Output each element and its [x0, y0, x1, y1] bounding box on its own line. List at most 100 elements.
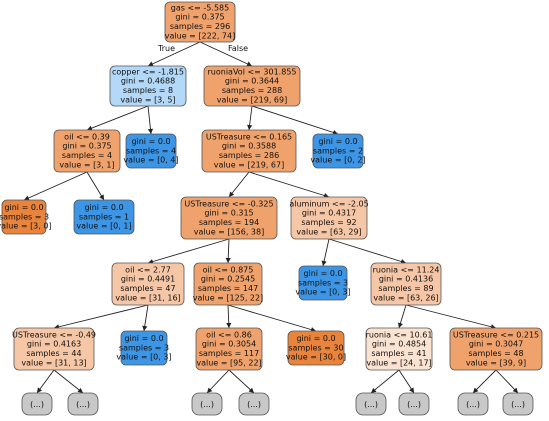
node-line: value = [24, 17] [366, 358, 431, 367]
node-line: gini = 0.4136 [379, 275, 433, 284]
node-line: value = [3, 1] [59, 160, 114, 169]
truncated-label: (...) [466, 400, 480, 409]
truncated-label: (...) [200, 400, 214, 409]
node-line: value = [31, 13] [21, 358, 86, 367]
truncated-label: (...) [511, 400, 525, 409]
node-line: gini = 0.315 [204, 209, 253, 218]
node-line: gini = 0.3047 [469, 340, 523, 349]
edge-n1-n4 [147, 105, 154, 135]
edge-n19-trunc-5 [398, 369, 415, 394]
edge-label-false: False [228, 44, 248, 53]
node-line: gini = 0.4854 [372, 340, 426, 349]
truncated-node: (...) [502, 392, 534, 416]
edge-n15-trunc-1 [53, 369, 84, 394]
node-line: gini = 0.4688 [121, 77, 175, 86]
node-line: value = [95, 22] [196, 358, 261, 367]
edge-label-true: True [157, 44, 175, 53]
node-line: ruoniaVol <= 301.855 [208, 67, 297, 76]
edge-n20-trunc-6 [472, 369, 497, 394]
edge-n11-n15 [53, 304, 149, 330]
node-line: samples = 3 [0, 212, 49, 221]
node-line: samples = 2 [313, 146, 363, 155]
node-line: USTreasure <= 0.215 [453, 330, 539, 339]
node-line: value = [219, 67] [214, 160, 284, 169]
node-line: gas <= -5.585 [171, 3, 229, 12]
edge-n9-n11 [147, 238, 230, 265]
node-line: value = [31, 16] [115, 293, 180, 302]
node-line: value = [3, 0] [0, 222, 52, 231]
node-line: samples = 286 [219, 151, 279, 160]
node-line: value = [156, 38] [194, 227, 264, 236]
node-line: gini = 0.3054 [202, 340, 256, 349]
node-line: samples = 8 [123, 86, 173, 95]
node-line: gini = 0.0 [303, 269, 342, 278]
node-line: gini = 0.0 [131, 137, 170, 146]
node-line: value = [39, 9] [466, 358, 526, 367]
node-line: oil <= 0.875 [203, 265, 254, 274]
edge-n1-n3 [86, 105, 149, 131]
node-line: samples = 288 [222, 86, 282, 95]
node-line: value = [125, 22] [193, 293, 263, 302]
node-line: gini = 0.375 [175, 13, 224, 22]
truncated-node: (...) [355, 392, 387, 416]
node-line: USTreasure <= -0.325 [184, 199, 273, 208]
edge-n14-n19 [397, 304, 407, 329]
edge-n3-n8 [86, 171, 105, 201]
node-line: gini = 0.3588 [222, 142, 276, 151]
edge-n17-trunc-2 [206, 369, 230, 394]
node-line: value = [0, 2] [310, 156, 365, 165]
node-line: value = [63, 29] [296, 227, 361, 236]
node-line: value = [0, 1] [76, 222, 131, 231]
node-line: gini = 0.3644 [225, 77, 279, 86]
edge-n0-n1 [147, 41, 201, 67]
node-line: samples = 30 [288, 343, 343, 352]
node-line: value = [0, 3] [295, 288, 350, 297]
node-line: samples = 3 [119, 343, 169, 352]
truncated-label: (...) [407, 400, 421, 409]
node-line: value = [0, 3] [116, 353, 171, 362]
node-line: copper <= -1.815 [112, 67, 184, 76]
edge-n19-trunc-4 [370, 369, 400, 394]
edge-n10-n13 [321, 238, 330, 267]
node-line: ruonia <= 11.24 [373, 265, 440, 274]
edge-n5-n10 [248, 171, 330, 198]
node-line: oil <= 2.77 [125, 265, 171, 274]
truncated-nodes: (...)(...)(...)(...)(...)(...)(...)(...) [21, 392, 534, 416]
edge-n17-trunc-3 [228, 369, 255, 394]
node-line: samples = 41 [371, 349, 426, 358]
node-line: samples = 296 [170, 22, 230, 31]
node-line: oil <= 0.86 [206, 330, 252, 339]
node-line: ruonia <= 10.61 [366, 330, 433, 339]
node-line: samples = 194 [199, 218, 259, 227]
edge-n5-n9 [228, 171, 250, 198]
truncated-node: (...) [457, 392, 489, 416]
edge-n3-n7 [23, 171, 88, 201]
truncated-label: (...) [364, 400, 378, 409]
node-line: gini = 0.0 [318, 137, 357, 146]
node-line: samples = 1 [79, 212, 129, 221]
node-line: value = [30, 0] [286, 353, 346, 362]
node-line: USTreasure <= -0.49 [12, 330, 96, 339]
node-line: gini = 0.0 [84, 203, 123, 212]
node-line: samples = 48 [468, 349, 523, 358]
edge-n14-n20 [405, 304, 497, 330]
node-line: samples = 92 [301, 218, 356, 227]
node-line: gini = 0.375 [62, 142, 111, 151]
edge-n0-n2 [199, 41, 253, 67]
